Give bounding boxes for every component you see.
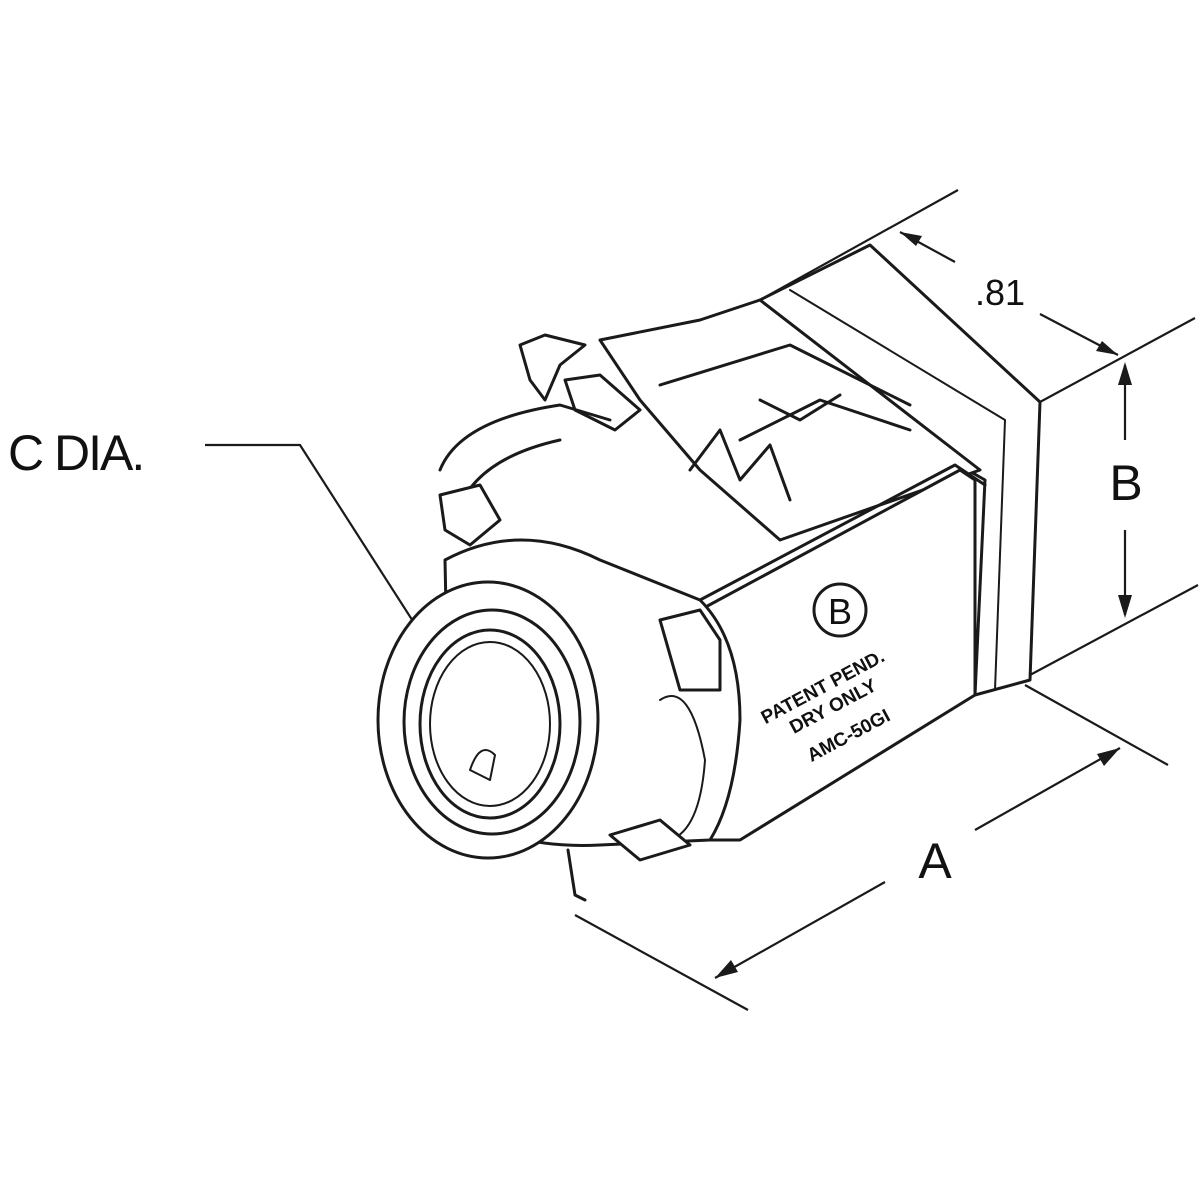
side-plate-top-edge — [698, 463, 987, 602]
wing-tab — [518, 333, 587, 402]
top-clip-slot — [758, 393, 842, 422]
top-teeth — [688, 428, 792, 502]
back-housing-edge — [789, 289, 1006, 691]
top-clip-rib-2 — [738, 398, 912, 442]
c-dia-leader — [205, 443, 426, 641]
front-collar-inner — [418, 628, 562, 820]
side-plate — [698, 468, 977, 842]
b-arrow-top — [1118, 362, 1132, 385]
a-extension-right — [1024, 684, 1169, 766]
b-arrow-bottom — [1118, 595, 1132, 618]
tab-block-top — [563, 373, 642, 432]
frame-clip-left — [438, 483, 502, 547]
bottom-tab — [608, 818, 692, 862]
front-foot-tab — [566, 848, 587, 902]
a-dim-line-left — [714, 881, 886, 979]
a-dim-line-right — [974, 747, 1121, 831]
b-dim-label: B — [1109, 455, 1142, 511]
depth-extension-right — [1039, 317, 1196, 403]
a-arrow-left — [715, 960, 738, 978]
a-arrow-right — [1097, 748, 1120, 766]
frame-arc-top — [438, 403, 612, 472]
depth-dim-label: .81 — [975, 272, 1025, 313]
dimension-depth: .81 — [759, 189, 1196, 403]
dimension-c-diameter: C DIA. — [8, 425, 430, 650]
logo-circle — [812, 582, 868, 638]
dimension-b: B — [1029, 362, 1199, 676]
b-extension-bottom — [1029, 584, 1199, 676]
depth-extension-left — [759, 189, 959, 301]
cylinder-inner-curve — [659, 695, 706, 841]
a-dim-label: A — [918, 833, 952, 889]
bore-detail — [469, 749, 496, 781]
depth-arrow-right — [1096, 341, 1118, 355]
depth-arrow-left — [900, 232, 922, 246]
front-bore — [429, 641, 551, 807]
dimension-a: A — [574, 684, 1169, 1011]
c-dia-label: C DIA. — [8, 425, 143, 481]
a-extension-left — [574, 914, 749, 1011]
connector-body: B PATENT PEND. DRY ONLY AMC-50GI — [376, 243, 1042, 902]
top-clip-rib-1 — [658, 343, 912, 407]
logo-letter: B — [828, 591, 852, 632]
tab-block-lower — [658, 608, 722, 692]
